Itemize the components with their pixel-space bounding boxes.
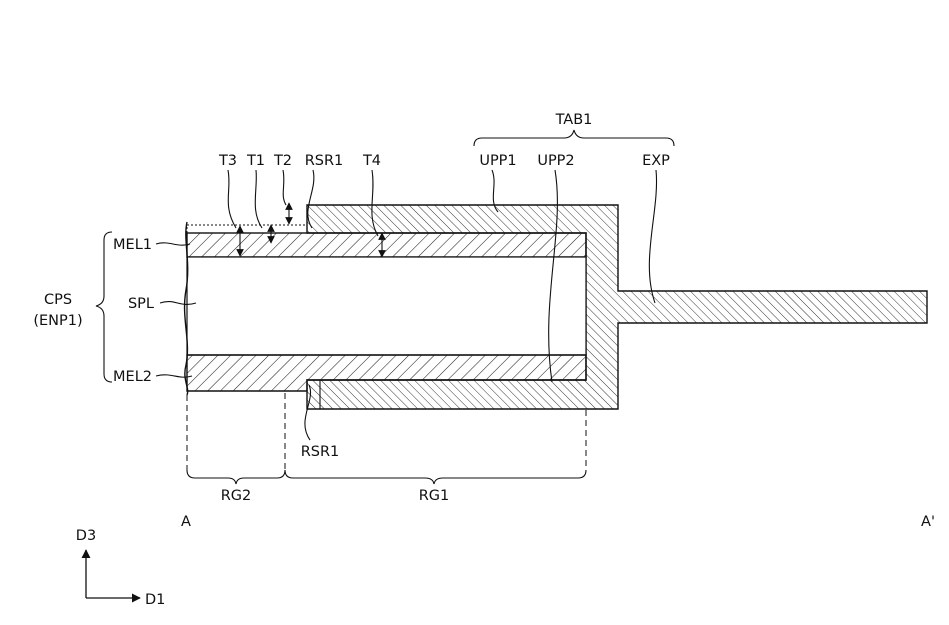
- t4-label: T4: [362, 153, 381, 169]
- d3-label: D3: [76, 528, 96, 544]
- rsr1-top-label: RSR1: [305, 153, 344, 169]
- mel1-label: MEL1: [113, 237, 152, 253]
- rg1-brace: [285, 470, 586, 484]
- tab1-brace: [474, 130, 674, 146]
- rg2-brace: [187, 470, 285, 484]
- section-a-prime-label: A': [921, 514, 935, 530]
- tab1-label: TAB1: [555, 112, 593, 128]
- t1-label: T1: [246, 153, 265, 169]
- t1-leader: [255, 170, 262, 228]
- enp1-label: (ENP1): [33, 313, 82, 329]
- spl-label: SPL: [128, 296, 154, 312]
- rg2-label: RG2: [221, 488, 252, 504]
- t2-label: T2: [273, 153, 292, 169]
- exp-label: EXP: [642, 153, 670, 169]
- upper-step-layer: [187, 225, 307, 233]
- cps-brace: [96, 232, 112, 382]
- mel2-label: MEL2: [113, 369, 152, 385]
- t2-leader: [283, 170, 286, 205]
- mel1-leader: [156, 243, 190, 245]
- upper-electrode-mel1: [187, 233, 586, 257]
- t3-leader: [228, 170, 236, 228]
- cps-label: CPS: [44, 292, 72, 308]
- exp-leader: [649, 170, 656, 303]
- separator-spl: [187, 257, 586, 355]
- t3-label: T3: [218, 153, 237, 169]
- upp1-label: UPP1: [479, 153, 516, 169]
- d1-label: D1: [145, 592, 165, 608]
- rsr1-bottom-label: RSR1: [301, 444, 340, 460]
- upp2-label: UPP2: [537, 153, 574, 169]
- rg1-label: RG1: [419, 488, 450, 504]
- section-a-label: A: [181, 514, 191, 530]
